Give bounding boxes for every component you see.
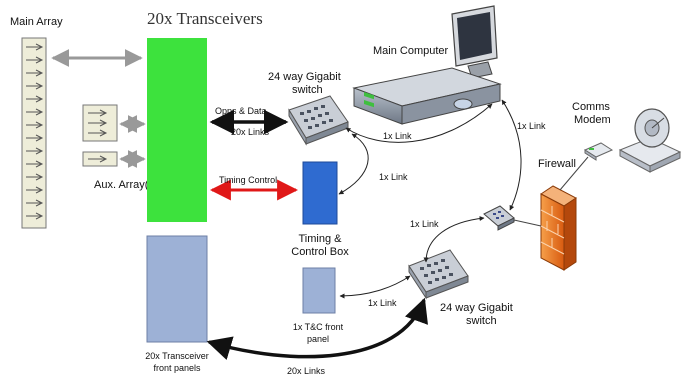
link-1x-computer-label: 1x Link — [383, 131, 412, 141]
links-20x-bottom-label: 20x Links — [287, 366, 326, 376]
link-timing-switch — [338, 133, 369, 195]
timing-box-label-1: Timing & — [299, 233, 343, 245]
hub-firewall-link — [513, 219, 542, 227]
front-panels-label-1: 20x Transceiver — [145, 351, 209, 361]
aux-array-1 — [82, 104, 118, 142]
gigabit-switch-bottom-icon — [408, 249, 469, 300]
timing-box-label-2: Control Box — [291, 246, 349, 258]
tc-front-panel — [302, 267, 336, 314]
small-hub-icon — [483, 205, 515, 231]
link-1x-lower-label: 1x Link — [410, 219, 439, 229]
link-1x-timing-label: 1x Link — [379, 172, 408, 182]
gigabit-switch-bottom-label-1: 24 way Gigabit — [440, 302, 513, 314]
comms-modem-label-2: Modem — [574, 114, 611, 126]
tc-panel-label-1: 1x T&C front — [293, 322, 344, 332]
transceivers-label: 20x Transceivers — [147, 9, 263, 28]
link-hub-switch — [423, 216, 485, 263]
gigabit-switch-top-icon — [288, 95, 349, 146]
transceivers-block — [147, 38, 207, 222]
gigabit-switch-top-label-1: 24 way Gigabit — [268, 71, 341, 83]
gigabit-switch-top-label-2: switch — [292, 84, 323, 96]
link-1x-tc-label: 1x Link — [368, 298, 397, 308]
firewall-modem-link — [559, 156, 589, 191]
link-computer-hub — [501, 99, 522, 211]
aux-array-2 — [82, 151, 118, 167]
firewall-icon — [540, 185, 577, 271]
main-array-label: Main Array — [10, 16, 63, 28]
link-1x-right-label: 1x Link — [517, 121, 546, 131]
link-switch-computer — [345, 103, 493, 143]
comms-modem-label-1: Comms — [572, 101, 610, 113]
comms-modem-icon — [583, 108, 682, 173]
front-panels-label-2: front panels — [153, 363, 201, 373]
firewall-label: Firewall — [538, 158, 576, 170]
main-computer-label: Main Computer — [373, 45, 449, 57]
front-panels-block — [146, 235, 208, 343]
timing-box — [302, 161, 338, 225]
main-array — [21, 37, 47, 229]
aux-arrays-label: Aux. Array(s) — [94, 179, 158, 191]
timing-control-label: Timing Control — [219, 175, 277, 185]
tc-panel-label-2: panel — [307, 334, 329, 344]
links-20x-top-label: 20x Links — [231, 127, 270, 137]
gigabit-switch-bottom-label-2: switch — [466, 315, 497, 327]
main-computer-icon — [352, 5, 502, 125]
opps-data-label: Opps & Data — [215, 106, 267, 116]
links-20x-bottom-arrow — [206, 297, 428, 361]
link-tc-switch — [339, 275, 411, 299]
